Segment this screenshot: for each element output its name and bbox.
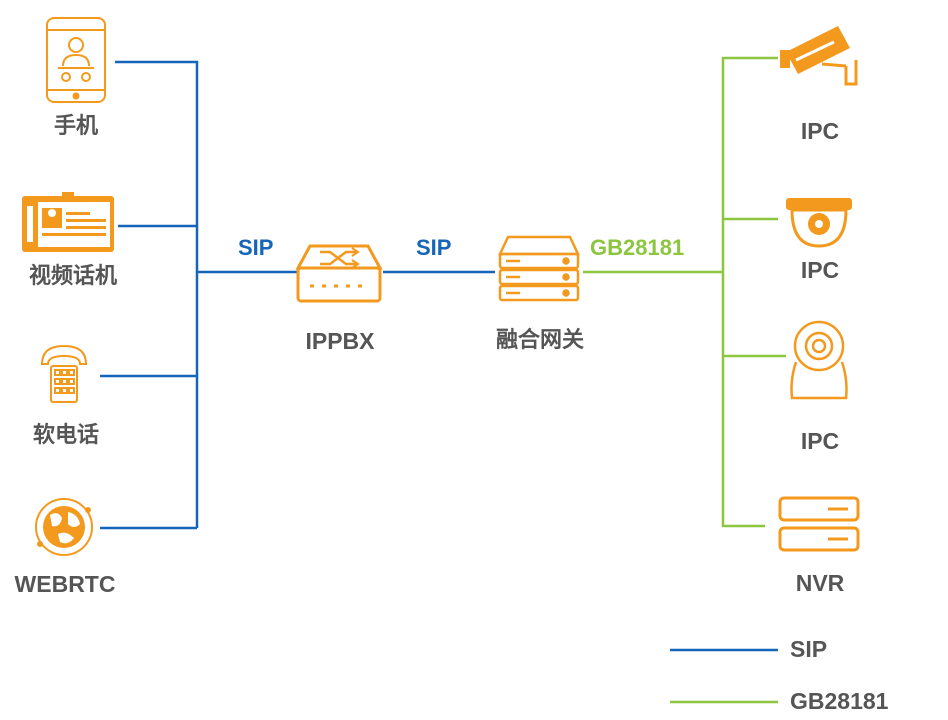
dome-camera-icon	[786, 198, 852, 248]
video-phone-icon	[22, 192, 114, 252]
gb-line-bus	[721, 56, 778, 528]
globe-icon	[35, 498, 93, 556]
nvr-icon	[778, 496, 860, 552]
label-ipc-2: IPC	[800, 257, 840, 283]
legend-sip-label: SIP	[790, 636, 828, 662]
label-webrtc: WEBRTC	[14, 571, 116, 597]
ptz-camera-icon	[790, 320, 848, 400]
label-ipc-1: IPC	[800, 118, 840, 144]
label-gateway: 融合网关	[495, 328, 584, 353]
bullet-camera-icon	[780, 26, 858, 86]
label-phone: 手机	[53, 114, 98, 139]
label-video-phone: 视频话机	[28, 264, 117, 289]
switch-icon	[295, 244, 383, 303]
server-gateway-icon	[498, 235, 580, 302]
protocol-gb28181: GB28181	[590, 235, 685, 260]
mobile-phone-icon	[46, 17, 106, 103]
legend-gb-label: GB28181	[790, 688, 889, 714]
label-nvr: NVR	[795, 570, 845, 596]
telephone-icon	[40, 344, 88, 403]
label-ipc-3: IPC	[800, 428, 840, 454]
protocol-sip-middle: SIP	[416, 235, 452, 260]
label-ippbx: IPPBX	[305, 328, 375, 354]
protocol-sip-left: SIP	[238, 235, 274, 260]
sip-line-phone	[115, 60, 199, 528]
label-softphone: 软电话	[32, 423, 99, 448]
